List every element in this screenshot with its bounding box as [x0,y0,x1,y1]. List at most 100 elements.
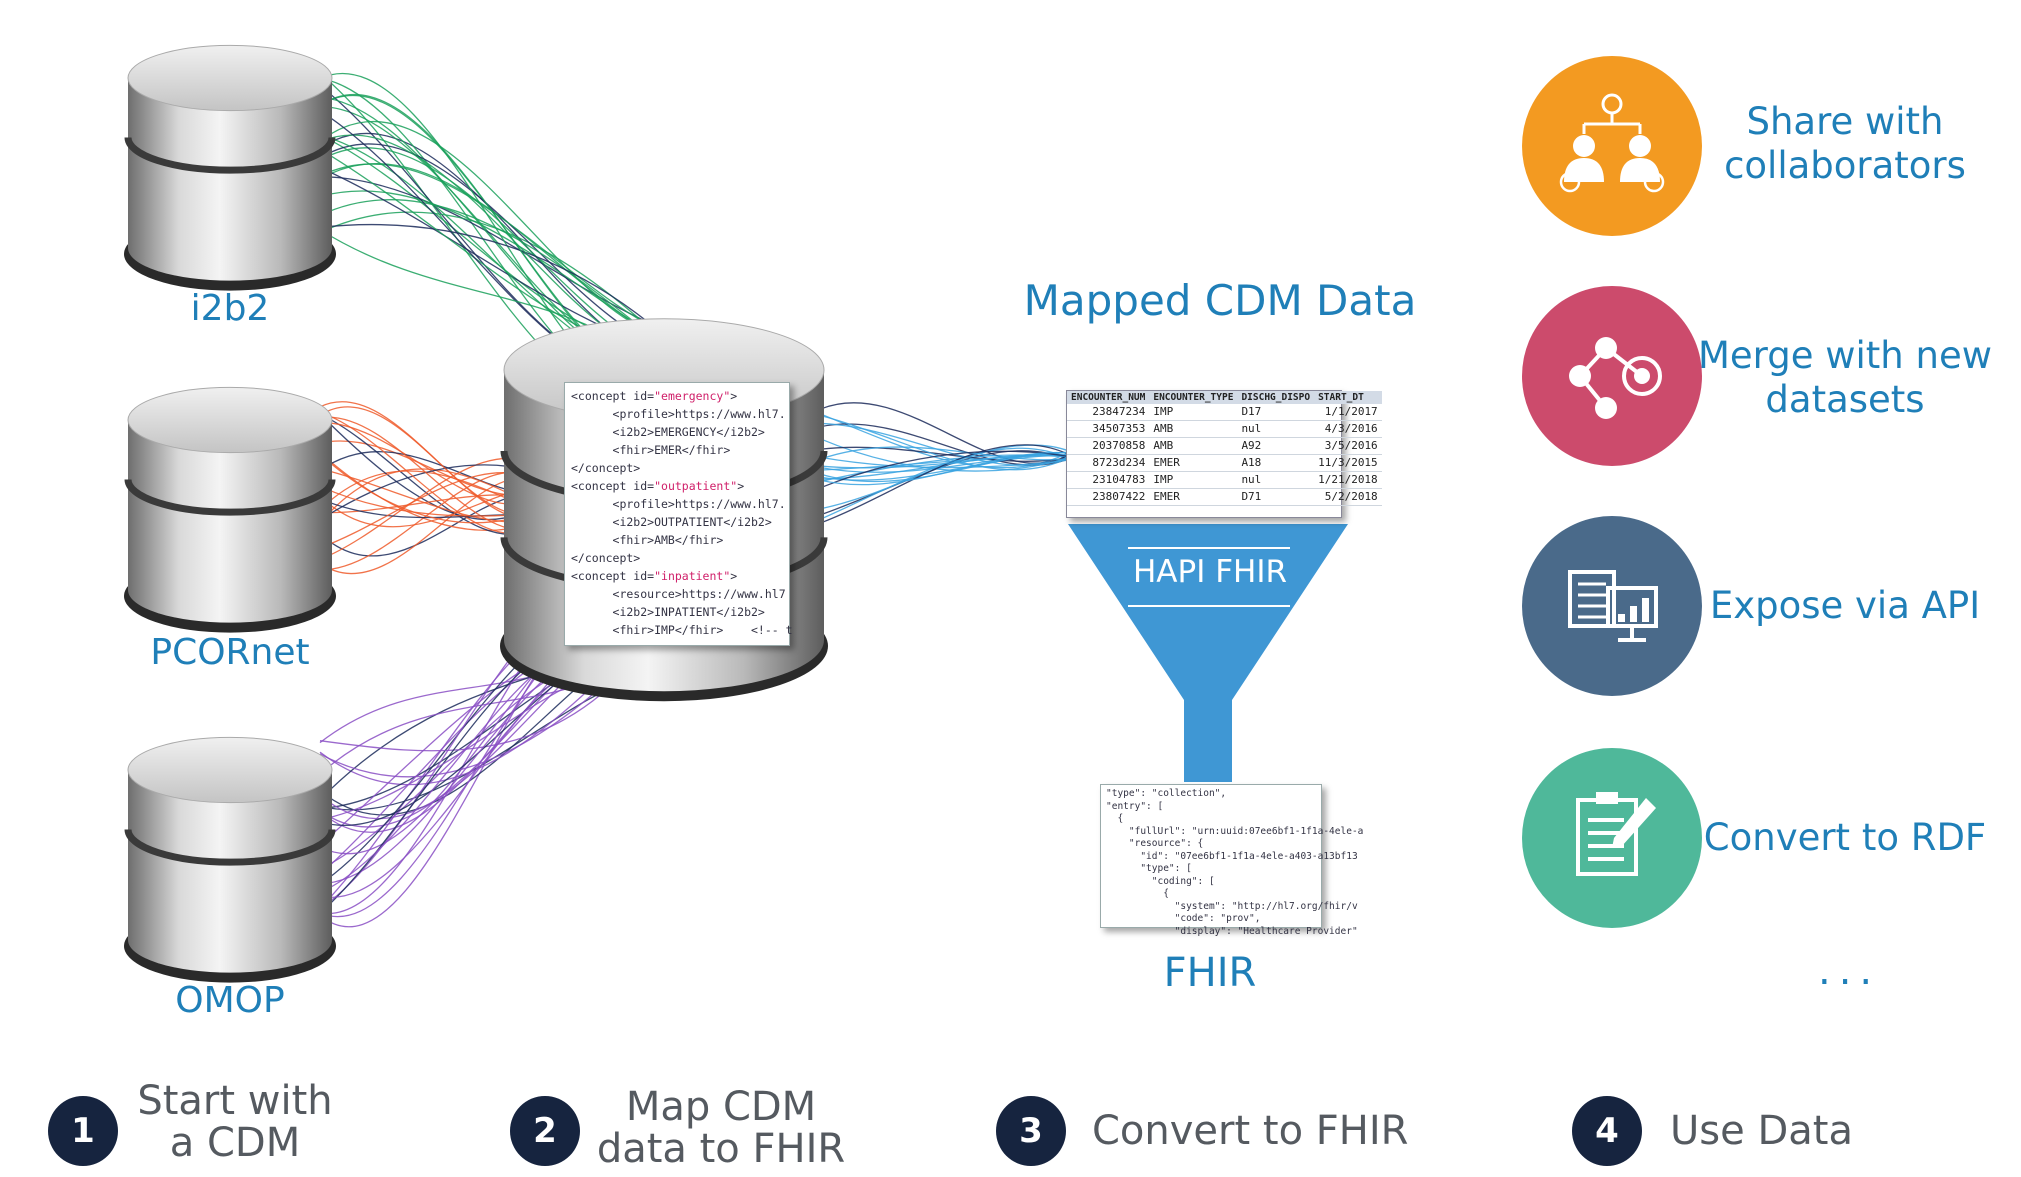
i2b2-curve [319,163,681,339]
cylinder-band [124,479,336,516]
table-cell: EMER [1149,488,1238,506]
step-2-label: Map CDM data to FHIR [596,1084,846,1172]
fhir-curve [819,454,1071,471]
fhir-json-line: "entry": [ [1106,800,1164,812]
document-shape [1568,570,1616,628]
table-cell: nul [1237,420,1315,438]
person-body [1564,158,1604,182]
fhir-json-line: "system": "http://hl7.org/fhir/v [1106,900,1358,912]
step-2-badge: 2 [510,1096,580,1166]
step-4-badge: 4 [1572,1096,1642,1166]
pcornet-label: PCORnet [150,632,310,673]
table-cell: EMER [1149,454,1238,472]
target-ring [1622,356,1662,396]
mapping-code-line: <i2b2>OUTPATIENT</i2b2> [571,513,783,531]
cylinder-bottom [128,215,332,281]
mapping-code-fragment: <i2b2>OUTPATIENT</i2b2> [571,515,772,529]
table-cell: 23847234 [1067,404,1150,421]
table-cell: nul [1237,471,1315,489]
table-cell: A92 [1237,437,1315,455]
rdf-icon [1522,748,1702,928]
use-label-api: Expose via API [1709,584,1981,627]
table-cell: 11/3/2015 [1314,454,1382,472]
mapping-code-fragment: <concept id= [571,479,655,493]
table-cell: 3/5/2016 [1314,437,1382,455]
fhir-curve [819,447,1071,520]
table-cell: IMP [1149,471,1238,489]
fhir-json-line: "type": "collection", [1106,788,1227,799]
use-label-share: Share with collaborators [1724,100,1966,187]
monitor-stand [1618,626,1646,642]
table-cell: D17 [1237,404,1315,421]
mapping-code-fragment: <fhir>EMER</fhir> [571,443,731,457]
table-cell: 1/1/2017 [1314,404,1382,421]
mapping-code-fragment: <fhir>IMP</fhir> <!-- t [571,623,793,637]
mapping-code-line: <concept id="outpatient"> [571,477,783,495]
mapping-code-line: </concept> [571,549,783,567]
mapping-code-fragment: <profile>https://www.hl7. [571,407,786,421]
mapping-code-fragment: <profile>https://www.hl7. [571,497,786,511]
mapping-code-line: <fhir>AMB</fhir> [571,531,783,549]
fhir-curve [819,422,1071,466]
mapping-code-fragment: <concept id= [571,569,655,583]
table-cell: 20370858 [1067,437,1150,455]
table-header-cell: DISCHG_DISPO [1237,391,1315,404]
person-head [1573,135,1595,157]
fhir-json-line: "id": "07ee6bf1-1f1a-4ele-a403-a13bf13 [1106,850,1358,862]
usage-circle [1522,56,1702,236]
mapping-code-fragment: > [737,479,745,493]
mapping-code-line: <concept id="emergency"> [571,387,783,405]
cylinder-bottom [128,557,332,623]
mapping-code-fragment: > [730,569,738,583]
cylinder-top [127,736,333,804]
fhir-json-line: "fullUrl": "urn:uuid:07ee6bf1-1f1a-4ele-… [1106,825,1364,837]
fhir-document: "type": "collection","entry": [ { "fullU… [1100,784,1364,937]
i2b2-label: i2b2 [190,288,270,329]
hierarchy-lines [1582,113,1642,134]
table-cell: 4/3/2016 [1314,420,1382,438]
fhir-curve [819,446,1071,461]
mapping-code-line: <fhir>EMER</fhir> [571,441,783,459]
fhir-json-line: "display": "Healthcare Provider" [1106,925,1358,937]
step-1-badge: 1 [48,1096,118,1166]
fhir-json-line: { [1106,888,1169,899]
mapping-code-line: <i2b2>EMERGENCY</i2b2> [571,423,783,441]
table-cell: IMP [1149,404,1238,421]
fhir-curve [819,451,1071,486]
mapping-code-fragment: <fhir>AMB</fhir> [571,533,724,547]
pcornet-cylinder [124,386,336,633]
mapping-code-fragment: <resource>https://www.hl7 [571,587,786,601]
fhir-json-line: "coding": [ [1106,875,1215,887]
table-cell: AMB [1149,437,1238,455]
mapping-code-fragment: </concept> [571,551,641,565]
cylinder-top [127,44,333,112]
bar [1618,614,1625,622]
table-cell: 23104783 [1067,471,1150,489]
bar [1630,606,1637,622]
table-cell: A18 [1237,454,1315,472]
funnel-shape [1068,524,1348,782]
usage-circle [1522,286,1702,466]
graph-node [1595,397,1617,419]
table-header-cell: START_DT [1314,391,1382,404]
table-cell: 34507353 [1067,420,1150,438]
cylinder-bottom [128,907,332,973]
clipboard-clip [1596,792,1618,804]
mapping-code-line: <profile>https://www.hl7. [571,495,786,513]
mapping-code-line: <concept id="inpatient"> [571,567,783,585]
mapping-code-line: <resource>https://www.hl7 [571,585,786,603]
cylinder-top [127,386,333,454]
table-header-cell: ENCOUNTER_NUM [1067,391,1150,404]
step-4-label: Use Data [1670,1108,1853,1154]
mapping-code-fragment: <i2b2>INPATIENT</i2b2> [571,605,765,619]
table-cell: 23807422 [1067,488,1150,506]
table-cell: D71 [1237,488,1315,506]
fhir-json-line: "code": "prov", [1106,913,1261,924]
mapping-code-fragment: > [730,389,738,403]
more-uses-ellipsis: ... [1818,948,1881,994]
